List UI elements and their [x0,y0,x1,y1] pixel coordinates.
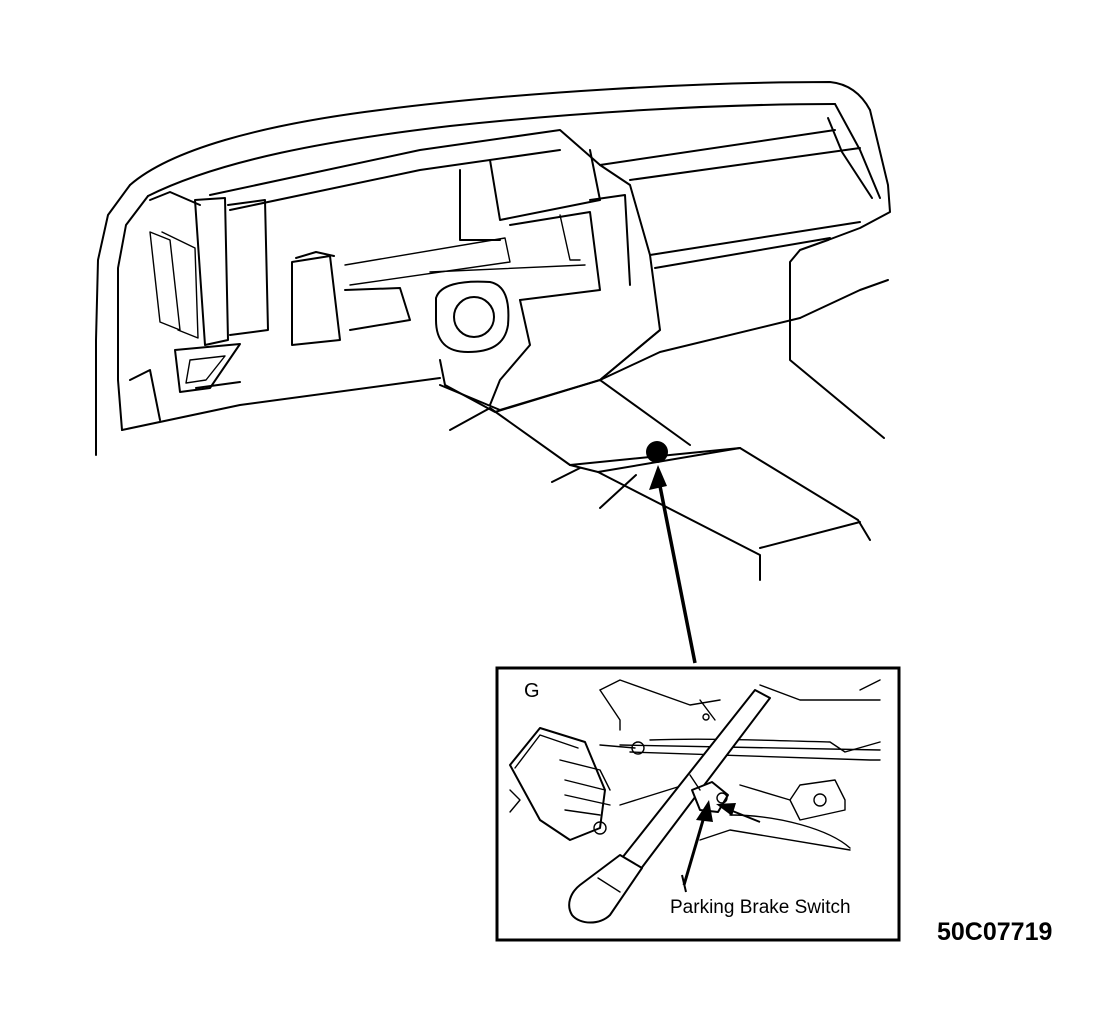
instrument-cluster [209,129,661,413]
figure-number: 50C07719 [937,918,1052,946]
parking-brake-switch-label: Parking Brake Switch [670,897,851,918]
inset-letter: G [524,680,540,702]
leader-arrow [649,465,697,664]
dashboard-outline [95,81,891,456]
inset-photo: G Parking Brake Switch [495,666,901,942]
switch-location-marker [646,441,668,463]
